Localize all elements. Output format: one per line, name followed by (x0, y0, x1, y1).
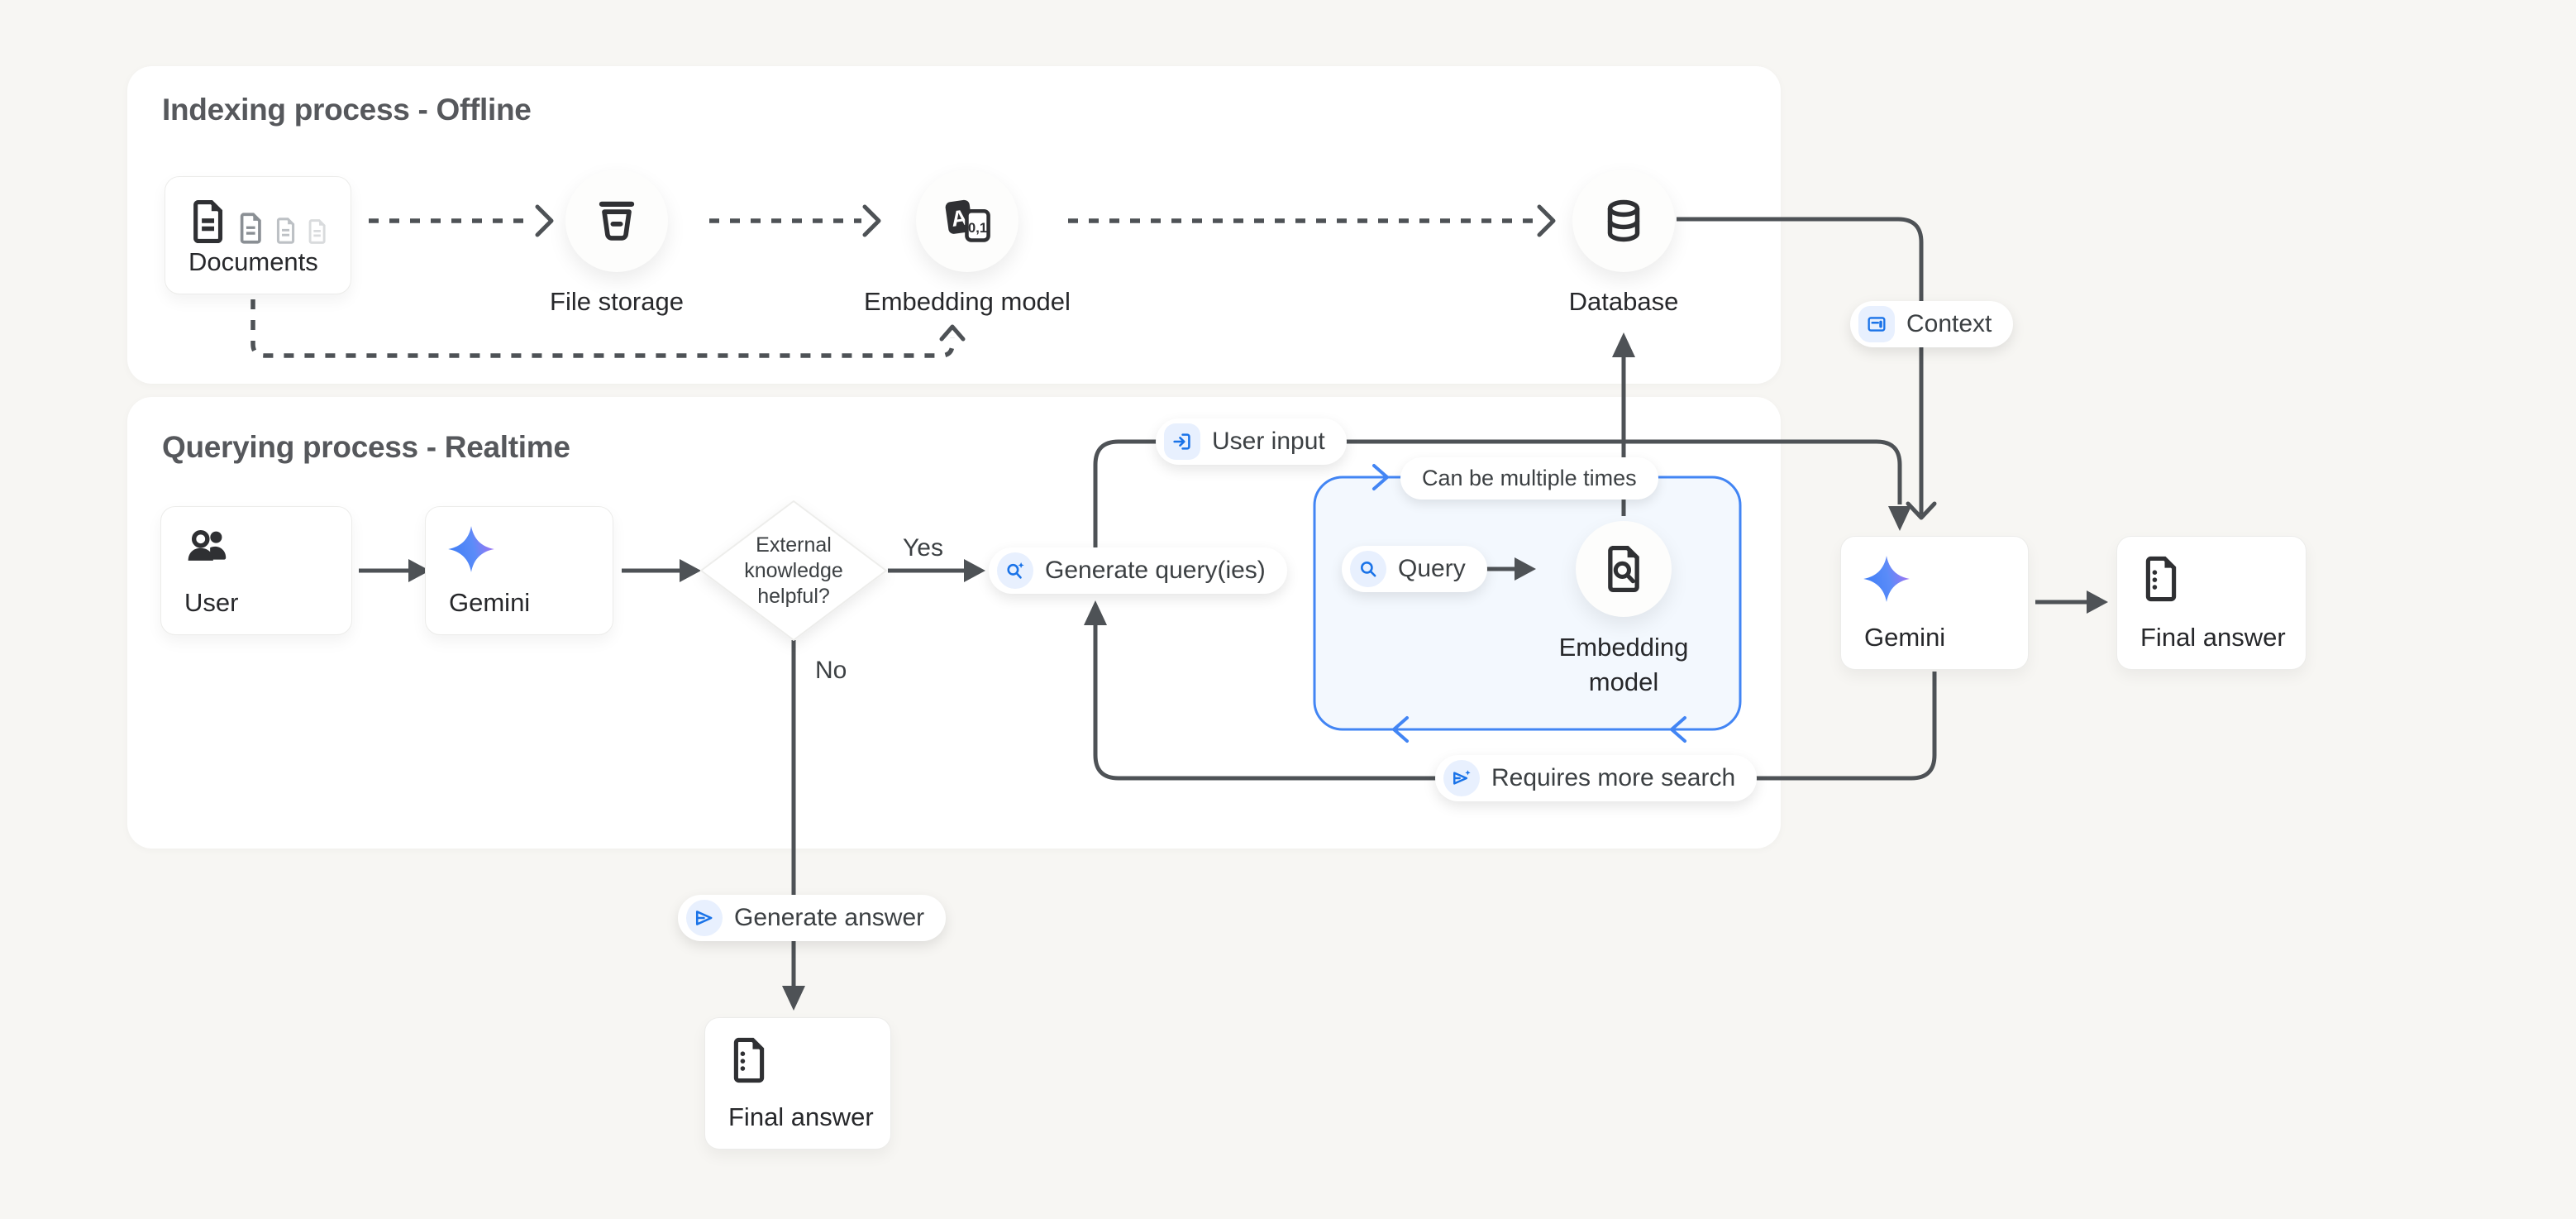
loop-arrow-bottom-left (1392, 716, 1409, 743)
query-badge-label: Query (1398, 555, 1466, 582)
loop-note: Can be multiple times (1400, 457, 1658, 500)
user-input-badge-label: User input (1212, 428, 1325, 455)
search-icon (1350, 551, 1386, 587)
database-label: Database (1568, 287, 1679, 316)
generate-queries-badge: Generate query(ies) (989, 547, 1287, 594)
final-answer-bottom-node: Final answer (704, 1017, 891, 1150)
loop-arrow-top-left (1372, 464, 1389, 490)
article-context-icon (1858, 306, 1895, 342)
document-list-icon (727, 1036, 869, 1084)
document-stack-icon (187, 195, 329, 248)
gemini-left-label: Gemini (449, 588, 531, 617)
gemini-left-node: Gemini (425, 506, 613, 635)
documents-node: Documents (165, 176, 351, 294)
indexing-panel-title: Indexing process - Offline (162, 93, 532, 127)
svg-text:0,1: 0,1 (968, 220, 987, 236)
documents-label: Documents (188, 247, 318, 276)
generate-answer-badge: Generate answer (678, 895, 947, 941)
database-cylinder-icon (1599, 196, 1648, 246)
query-badge: Query (1342, 546, 1487, 592)
edge-documents-to-embedding-loop (250, 299, 955, 358)
people-icon (183, 525, 330, 566)
filled-arrowheads (408, 332, 2108, 1011)
generate-answer-badge-label: Generate answer (734, 904, 925, 931)
no-edge-label: No (815, 657, 847, 684)
requires-more-search-badge-label: Requires more search (1491, 764, 1736, 791)
context-badge-label: Context (1906, 310, 1992, 337)
query-loop-box (1313, 464, 1742, 743)
chevron-arrowheads (535, 204, 1937, 520)
file-storage-label: File storage (550, 287, 684, 316)
database-node (1572, 170, 1675, 272)
user-input-badge: User input (1156, 418, 1347, 465)
send-sparkle-icon (1443, 760, 1480, 796)
search-sparkle-icon (997, 552, 1033, 589)
querying-panel-title: Querying process - Realtime (162, 430, 570, 464)
document-list-icon (2139, 555, 2284, 603)
gemini-star-icon (447, 525, 591, 573)
embedding-search-label: Embedding model (1558, 633, 1689, 696)
gemini-star-icon (1863, 555, 2006, 603)
solid-connectors (359, 217, 2087, 986)
decision-diamond (700, 500, 887, 641)
requires-more-search-badge: Requires more search (1435, 755, 1758, 801)
final-answer-right-label: Final answer (2140, 623, 2286, 652)
embedding-model-top-label: Embedding model (864, 287, 1071, 316)
final-answer-right-node: Final answer (2116, 536, 2306, 670)
embedding-search-node (1576, 521, 1672, 617)
dashed-connectors (250, 218, 1536, 358)
user-node: User (160, 506, 352, 635)
user-label: User (184, 588, 239, 617)
context-arrowhead (1906, 501, 1937, 520)
edge-database-to-gemini-context (1677, 217, 1924, 514)
loop-arrow-bottom-right (1670, 716, 1686, 743)
translate-tokens-icon: A 0,1 (941, 194, 994, 247)
embedding-model-top-node: A 0,1 (916, 170, 1018, 272)
gemini-right-node: Gemini (1840, 536, 2029, 670)
gemini-right-label: Gemini (1864, 623, 1946, 652)
yes-edge-label: Yes (903, 534, 943, 562)
generate-queries-badge-label: Generate query(ies) (1045, 557, 1266, 584)
send-icon (686, 900, 723, 936)
storage-bucket-icon (591, 195, 642, 246)
final-answer-bottom-label: Final answer (728, 1102, 874, 1131)
login-arrow-icon (1164, 423, 1200, 460)
document-search-icon (1600, 544, 1647, 594)
edge-userinput-to-gemini (1093, 439, 1902, 547)
context-badge: Context (1850, 301, 2014, 347)
decision-text: External knowledge helpful? (744, 533, 843, 608)
file-storage-node (565, 170, 668, 272)
svg-text:A: A (950, 205, 969, 232)
